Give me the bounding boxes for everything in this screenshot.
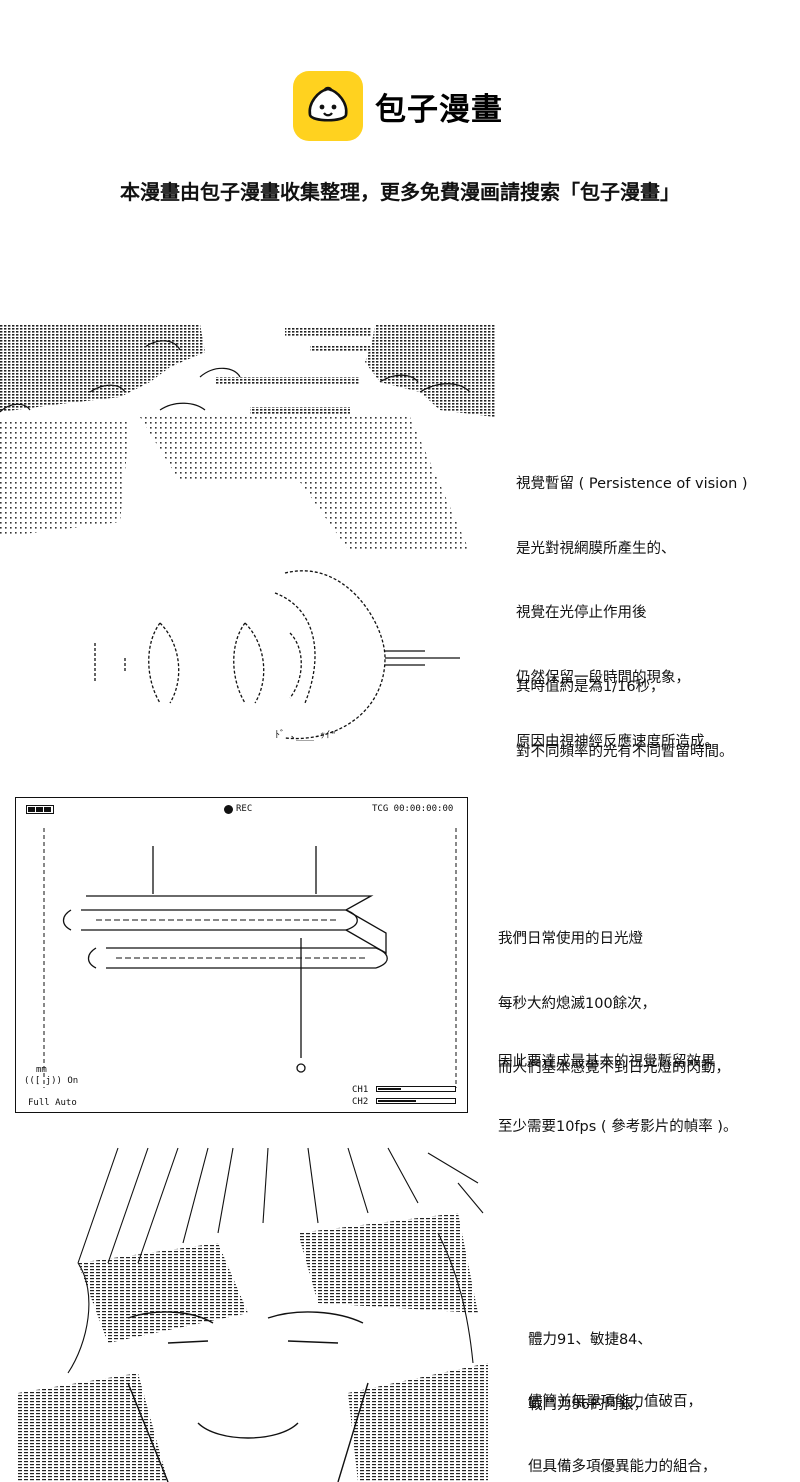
art-caption: ﾄﾞ ､___ ｯｲ" <box>275 729 336 741</box>
rec-label: REC <box>236 804 253 814</box>
narration-line: 但具備多項優異能力的組合， <box>528 1458 717 1475</box>
narration-line: 而人們基本感覺不到日光燈的閃動， <box>498 1060 730 1076</box>
audio-channel-2-meter <box>376 1098 456 1104</box>
site-logo[interactable]: 包子漫畫 <box>293 71 503 141</box>
fluorescent-lamp-art <box>43 828 457 1088</box>
narration-line: 至少需要10fps ( 參考影片的幀率 )。 <box>498 1118 738 1135</box>
ascii-art-eye: ﾄﾞ ､___ ｯｲ" <box>85 563 465 748</box>
narration-line: 原因由視神經反應速度所造成。 <box>516 734 719 750</box>
brand-name: 包子漫畫 <box>375 91 503 128</box>
stabilizer-status: (([ j)) On <box>24 1076 79 1086</box>
narration-gin-stats: 體力91、敏捷84、 戰鬥力96的阿銀， <box>528 1287 652 1438</box>
site-tagline: 本漫畫由包子漫畫收集整理，更多免費漫画請搜索「包子漫畫」 <box>120 180 680 204</box>
narration-line: 儘管並無單項能力值破百， <box>528 1394 702 1410</box>
narration-line: 其時值約是為1/16秒， <box>516 679 665 695</box>
battery-icon <box>26 805 54 814</box>
narration-line: 視覺在光停止作用後 <box>516 605 647 621</box>
audio-channel-1-label: CH1 <box>352 1085 369 1095</box>
ascii-art-clouds <box>0 322 495 557</box>
camcorder-viewfinder: REC TCG 00:00:00:00 <box>15 797 468 1113</box>
narration-line: 每秒大約熄滅100餘次， <box>498 995 657 1012</box>
ascii-art-character <box>18 1143 488 1482</box>
audio-channel-1-meter <box>376 1086 456 1092</box>
steamed-bun-icon <box>293 71 363 141</box>
narration-fluorescent-lamp: 我們日常使用的日光燈 每秒大約熄滅100餘次， 而人們基本感覺不到日光燈的閃動， <box>498 886 730 1101</box>
zoom-mark: mm <box>36 1065 47 1075</box>
narration-line: 戰鬥力96的阿銀， <box>528 1396 648 1413</box>
timecode: TCG 00:00:00:00 <box>372 804 454 814</box>
narration-persistence-of-vision: 視覺暫留 ( Persistence of vision ) 是光對視網膜所產生… <box>516 431 748 775</box>
narration-line: 體力91、敏捷84、 <box>528 1332 652 1348</box>
narration-gin-combination: 儘管並無單項能力值破百， 但具備多項優異能力的組合， <box>528 1349 717 1482</box>
narration-line: 我們日常使用的日光燈 <box>498 931 643 947</box>
audio-channel-2-label: CH2 <box>352 1097 369 1107</box>
record-dot-icon <box>224 805 233 814</box>
narration-minimum-fps: 因此要達成最基本的視覺暫留效果 至少需要10fps ( 參考影片的幀率 )。 <box>498 1009 737 1160</box>
narration-line: 仍然保留一段時間的現象， <box>516 669 690 686</box>
narration-line: 因此要達成最基本的視覺暫留效果 <box>498 1054 716 1070</box>
narration-line: 是光對視網膜所產生的、 <box>516 540 676 557</box>
shooting-mode: Full Auto <box>28 1098 77 1108</box>
narration-line: 視覺暫留 ( Persistence of vision ) <box>516 476 748 492</box>
narration-flicker-duration: 其時值約是為1/16秒， 對不同頻率的光有不同暫留時間。 <box>516 634 734 785</box>
narration-line: 對不同頻率的光有不同暫留時間。 <box>516 743 734 760</box>
